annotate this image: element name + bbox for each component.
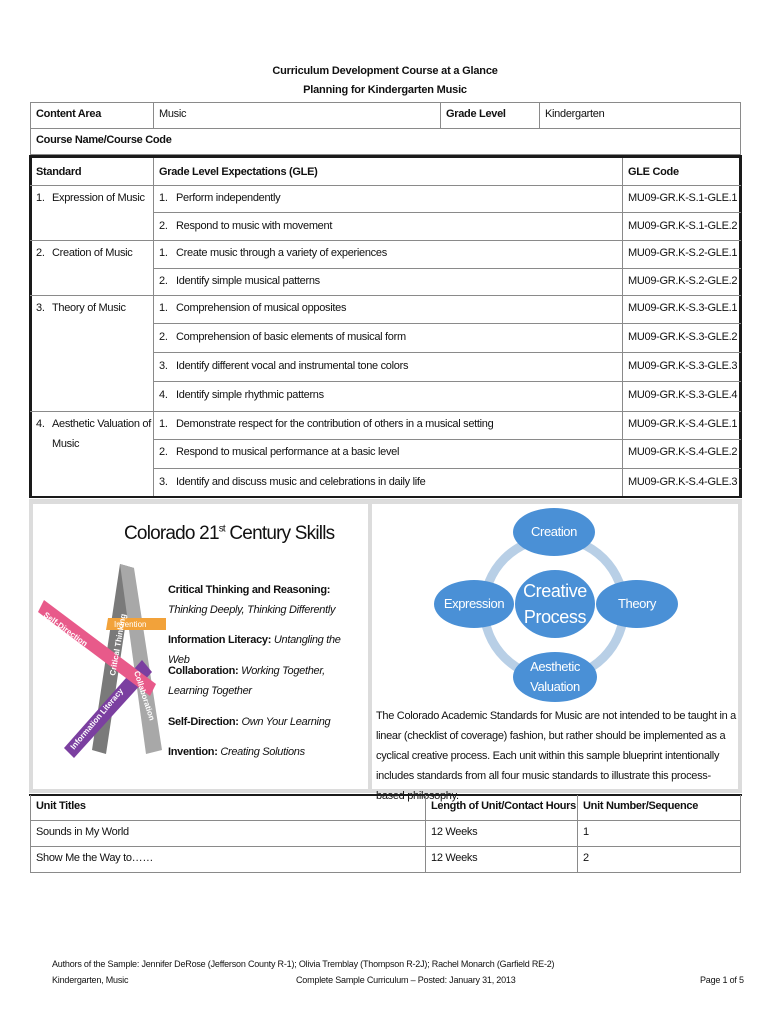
grade-level-label: Grade Level: [446, 108, 506, 120]
process-node-theory: Theory: [596, 580, 678, 628]
skill-collaboration: Collaboration: Working Together, Learnin…: [168, 665, 325, 697]
gle-code: MU09-GR.K-S.2-GLE.1: [628, 247, 738, 259]
gle-code: MU09-GR.K-S.1-GLE.2: [628, 220, 738, 232]
unit-title: Show Me the Way to……: [36, 852, 154, 864]
gle-text: Respond to music with movement: [176, 220, 333, 232]
gle-num: 1.: [159, 418, 168, 430]
column-header-unit-length: Length of Unit/Contact Hours: [431, 800, 576, 812]
standard-1-num: 1.: [36, 192, 45, 204]
skill-self-direction: Self-Direction: Own Your Learning: [168, 716, 331, 728]
gle-num: 4.: [159, 389, 168, 401]
gle-code: MU09-GR.K-S.4-GLE.3: [628, 476, 738, 488]
standard-1-name: Expression of Music: [52, 192, 145, 204]
gle-text: Perform independently: [176, 192, 281, 204]
standard-4-num: 4.: [36, 418, 45, 430]
footer-authors: Authors of the Sample: Jennifer DeRose (…: [52, 959, 555, 969]
gle-num: 2.: [159, 331, 168, 343]
gle-num: 1.: [159, 302, 168, 314]
collaboration-band: [120, 564, 162, 754]
column-header-unit-titles: Unit Titles: [36, 800, 86, 812]
unit-number: 2: [583, 852, 589, 864]
gle-code: MU09-GR.K-S.3-GLE.2: [628, 331, 738, 343]
gle-code: MU09-GR.K-S.4-GLE.1: [628, 418, 738, 430]
skill-invention: Invention: Creating Solutions: [168, 746, 305, 758]
gle-num: 2.: [159, 275, 168, 287]
gle-text: Identify simple musical patterns: [176, 275, 320, 287]
column-header-standard: Standard: [36, 166, 82, 178]
gle-text: Create music through a variety of experi…: [176, 247, 387, 259]
standard-3-name: Theory of Music: [52, 302, 126, 314]
standard-3-num: 3.: [36, 302, 45, 314]
skills-title: Colorado 21st Century Skills: [124, 523, 335, 544]
document-subtitle: Planning for Kindergarten Music: [303, 84, 467, 96]
gle-num: 3.: [159, 360, 168, 372]
unit-length: 12 Weeks: [431, 826, 478, 838]
unit-number: 1: [583, 826, 589, 838]
gle-code: MU09-GR.K-S.4-GLE.2: [628, 446, 738, 458]
gle-num: 2.: [159, 446, 168, 458]
gle-num: 1.: [159, 192, 168, 204]
column-header-gle-code: GLE Code: [628, 166, 679, 178]
gle-text: Identify different vocal and instrumenta…: [176, 360, 409, 372]
gle-text: Identify and discuss music and celebrati…: [176, 476, 426, 488]
skills-star-graphic: Critical Thinking Self-Direction Inventi…: [38, 564, 166, 758]
skill-critical-thinking: Critical Thinking and Reasoning: Thinkin…: [168, 584, 336, 616]
gle-code: MU09-GR.K-S.3-GLE.1: [628, 302, 738, 314]
unit-length: 12 Weeks: [431, 852, 478, 864]
gle-text: Demonstrate respect for the contribution…: [176, 418, 494, 430]
gle-code: MU09-GR.K-S.3-GLE.4: [628, 389, 738, 401]
unit-title: Sounds in My World: [36, 826, 129, 838]
self-direction-band: [38, 600, 156, 696]
gle-code: MU09-GR.K-S.2-GLE.2: [628, 275, 738, 287]
standard-2-num: 2.: [36, 247, 45, 259]
footer-page-number: Page 1 of 5: [700, 975, 744, 985]
gle-num: 3.: [159, 476, 168, 488]
gle-code: MU09-GR.K-S.3-GLE.3: [628, 360, 738, 372]
standard-4-name-line2: Music: [52, 438, 80, 450]
content-area-label: Content Area: [36, 108, 102, 120]
gle-text: Identify simple rhythmic patterns: [176, 389, 324, 401]
skill-information-literacy: Information Literacy: Untangling the Web: [168, 634, 341, 666]
column-header-gle: Grade Level Expectations (GLE): [159, 166, 318, 178]
footer-course: Kindergarten, Music: [52, 975, 129, 985]
gle-text: Respond to musical performance at a basi…: [176, 446, 400, 458]
grade-level-value: Kindergarten: [545, 108, 605, 120]
information-literacy-band: [64, 660, 152, 758]
gle-text: Comprehension of musical opposites: [176, 302, 347, 314]
column-header-unit-number: Unit Number/Sequence: [583, 800, 699, 812]
gle-code: MU09-GR.K-S.1-GLE.1: [628, 192, 738, 204]
gle-num: 1.: [159, 247, 168, 259]
gle-text: Comprehension of basic elements of music…: [176, 331, 406, 343]
footer-posted: Complete Sample Curriculum – Posted: Jan…: [296, 975, 516, 985]
gle-num: 2.: [159, 220, 168, 232]
standard-4-name: Aesthetic Valuation of: [52, 418, 151, 430]
invention-band: [106, 618, 166, 630]
course-name-label: Course Name/Course Code: [36, 134, 172, 146]
content-area-value: Music: [159, 108, 187, 120]
process-node-creation: Creation: [513, 508, 595, 556]
process-node-expression: Expression: [434, 580, 514, 628]
star-label-invention: Invention: [114, 620, 146, 629]
standard-2-name: Creation of Music: [52, 247, 133, 259]
process-note: The Colorado Academic Standards for Musi…: [376, 710, 736, 802]
document-title: Curriculum Development Course at a Glanc…: [272, 65, 498, 77]
